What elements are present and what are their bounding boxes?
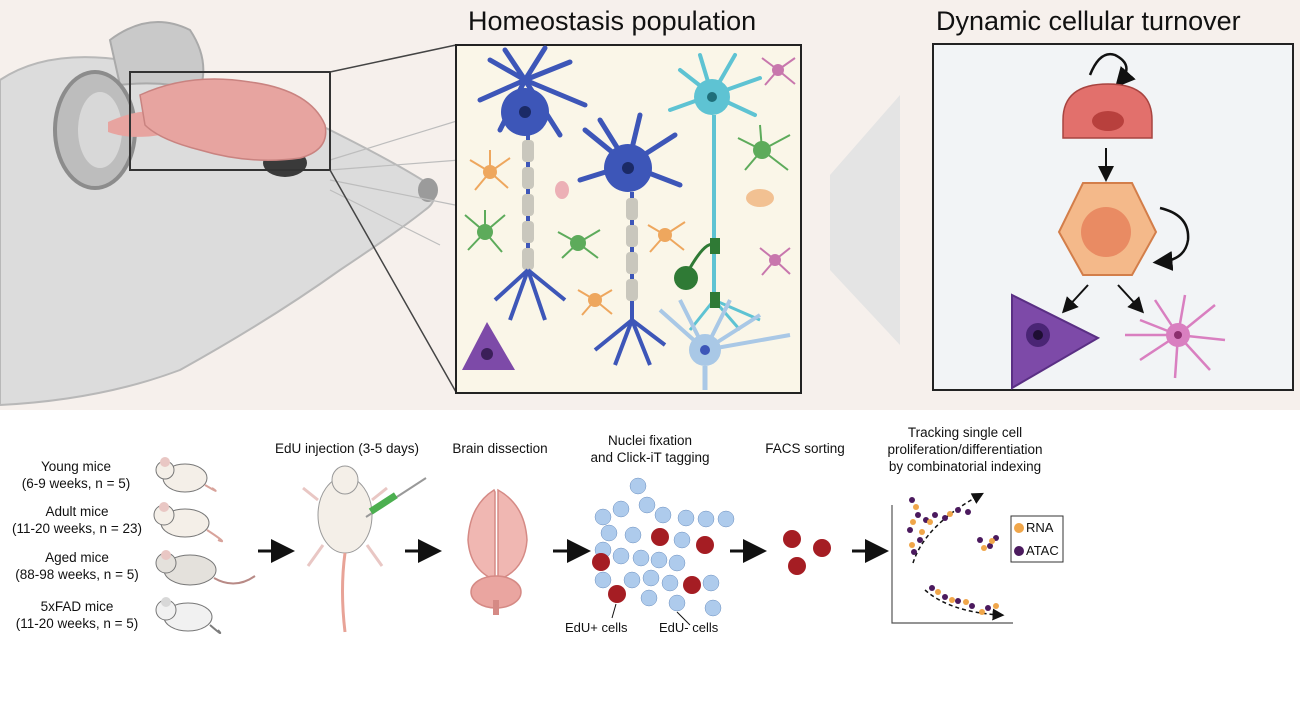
neuron-blue-1 [477, 45, 588, 321]
step-tracking-line2: proliferation/differentiation [887, 442, 1043, 457]
mouse-icon-5xfad [155, 597, 222, 635]
neuron-cyan [668, 53, 762, 331]
homeostasis-title: Homeostasis population [468, 6, 757, 36]
mouse-icon-adult [153, 502, 224, 543]
mouse-icon-aged [155, 550, 256, 586]
step-tracking-label: Tracking single cell proliferation/diffe… [860, 424, 1070, 475]
cohort-young-detail: (6-9 weeks, n = 5) [21, 476, 131, 491]
turnover-cells [1011, 52, 1226, 390]
mouse-icon-young [155, 457, 217, 493]
cohort-5xfad-detail: (11-20 weeks, n = 5) [15, 616, 139, 631]
tracking-plot [891, 492, 1064, 624]
cohort-aged: Aged mice (88-98 weeks, n = 5) [4, 549, 150, 583]
turnover-title: Dynamic cellular turnover [936, 6, 1241, 36]
zoom-box [129, 71, 331, 171]
cohort-aged-detail: (88-98 weeks, n = 5) [15, 567, 139, 582]
cohort-adult: Adult mice (11-20 weeks, n = 23) [4, 503, 150, 537]
cohort-aged-name: Aged mice [45, 550, 109, 565]
cohort-5xfad: 5xFAD mice (11-20 weeks, n = 5) [4, 598, 150, 632]
step-tracking-line1: Tracking single cell [907, 425, 1023, 440]
cohort-5xfad-name: 5xFAD mice [40, 599, 114, 614]
step-tracking-line3: by combinatorial indexing [888, 459, 1042, 474]
zoom-lines [329, 44, 457, 393]
injection-mouse-illustration [302, 465, 427, 633]
edu-positive-label: EdU+ cells [565, 620, 628, 635]
legend-rna-label: RNA [1026, 520, 1054, 535]
neuron-blue-2 [577, 112, 683, 366]
neuron-lightblue-bottom [658, 299, 791, 390]
edu-negative-label: EdU- cells [659, 620, 719, 635]
glia-cells [462, 57, 796, 370]
step-fixation-label: Nuclei fixation and Click-iT tagging [575, 432, 725, 466]
step-fixation-line1: Nuclei fixation [607, 433, 693, 448]
green-oligodendrocyte [674, 238, 720, 308]
step-injection-label: EdU injection (3-5 days) [274, 441, 420, 456]
step-dissection-label: Brain dissection [452, 441, 548, 456]
cohort-young: Young mice (6-9 weeks, n = 5) [6, 458, 146, 492]
legend-atac-label: ATAC [1026, 543, 1059, 558]
cohort-young-name: Young mice [40, 459, 112, 474]
dissected-brain-illustration [467, 488, 528, 615]
cohort-adult-name: Adult mice [45, 504, 109, 519]
cohort-adult-detail: (11-20 weeks, n = 23) [12, 521, 142, 536]
facs-sorted-cells [783, 530, 831, 575]
step-facs-label: FACS sorting [765, 441, 845, 456]
brain-in-head [108, 78, 327, 161]
step-fixation-line2: and Click-iT tagging [590, 450, 710, 465]
nuclei-cluster [592, 477, 735, 626]
projection-shape [830, 95, 900, 345]
